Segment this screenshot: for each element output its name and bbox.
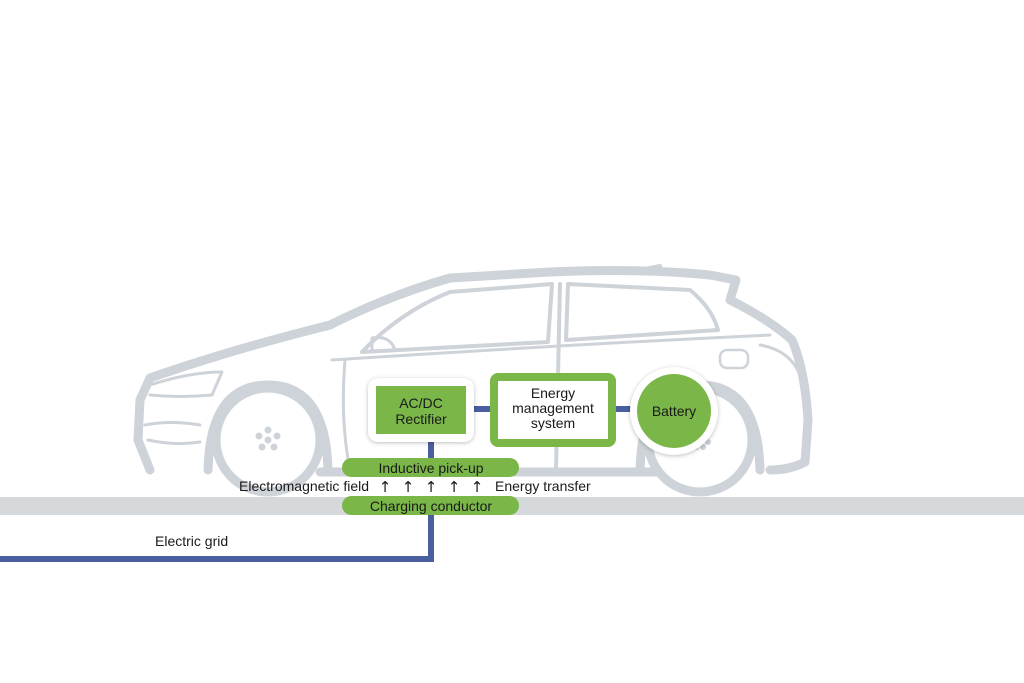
rectifier-label-line2: Rectifier (395, 411, 447, 427)
field-arrow: ↑ (425, 478, 438, 496)
grid-line (0, 512, 434, 562)
field-arrows: ↑ ↑ ↑ ↑ ↑ (379, 478, 484, 496)
ems-label-line2: management (512, 400, 594, 416)
battery: Battery (630, 367, 718, 455)
field-arrow: ↑ (402, 478, 415, 496)
em-field-label: Electromagnetic field (239, 478, 369, 494)
field-arrow: ↑ (471, 478, 484, 496)
pickup-label: Inductive pick-up (378, 460, 483, 476)
rectifier-box: AC/DC Rectifier (368, 378, 474, 442)
rectifier-label-line1: AC/DC (399, 395, 443, 411)
energy-transfer-label: Energy transfer (495, 478, 591, 494)
ems-label-line1: Energy (531, 385, 575, 401)
ems-label-line3: system (531, 415, 575, 431)
energy-management-box: Energy management system (490, 373, 616, 447)
conductor-label: Charging conductor (370, 498, 493, 514)
field-arrow: ↑ (379, 478, 392, 496)
front-wheel (211, 383, 325, 497)
grid-label: Electric grid (155, 533, 228, 549)
battery-label: Battery (652, 403, 696, 419)
charging-conductor-pad: Charging conductor (342, 496, 519, 515)
field-arrow: ↑ (448, 478, 461, 496)
inductive-pickup-pad: Inductive pick-up (342, 458, 519, 477)
